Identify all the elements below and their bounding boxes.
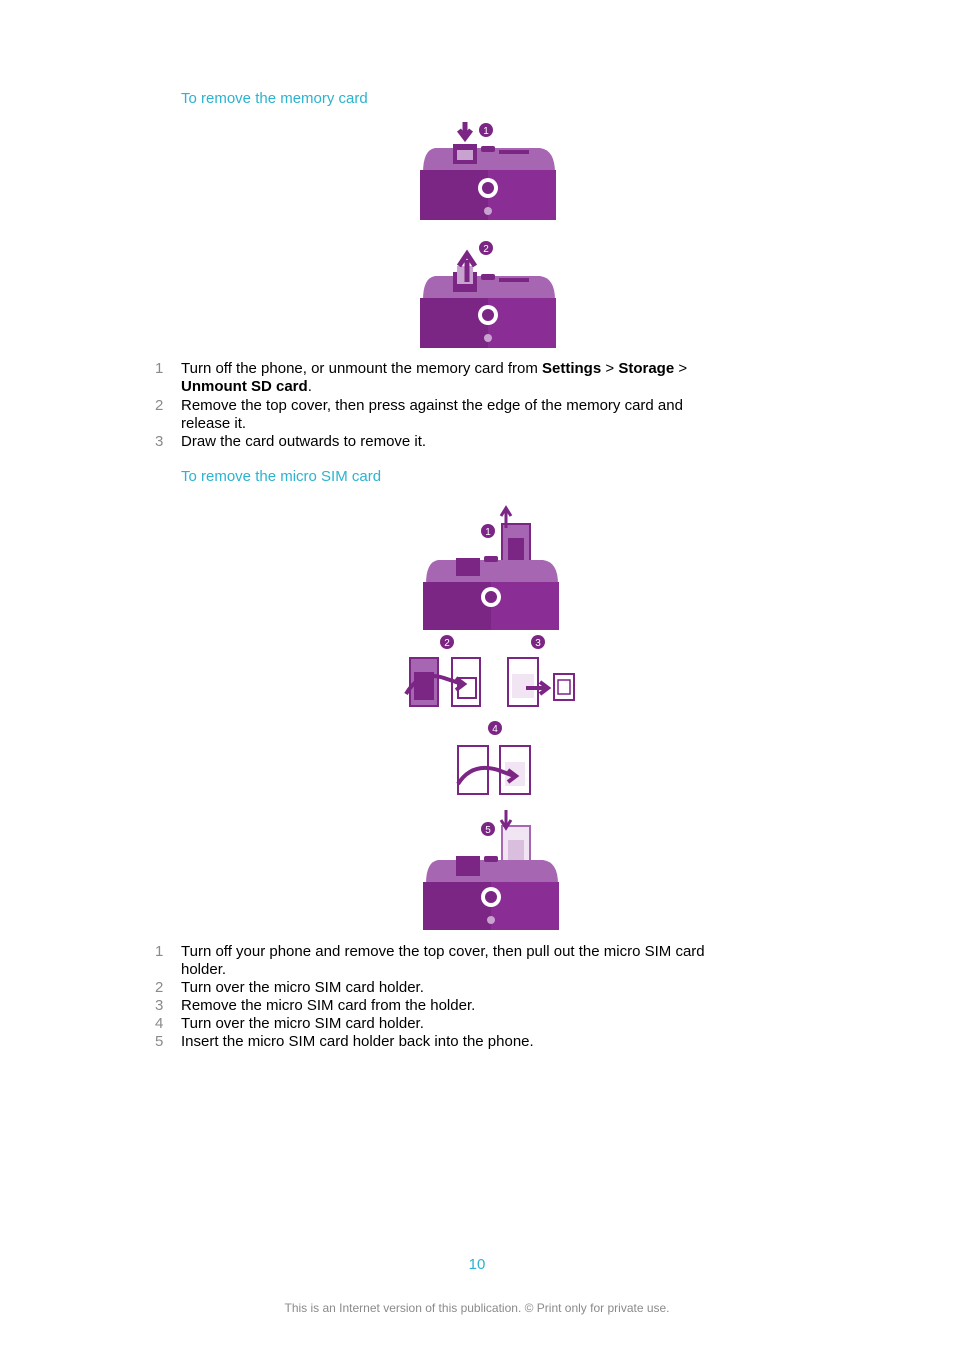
page-number: 10 <box>468 1256 486 1273</box>
sim-step-1: 1 Turn off your phone and remove the top… <box>155 943 705 978</box>
svg-text:2: 2 <box>444 638 450 649</box>
illustration-pull-sim-holder: 1 <box>423 505 559 630</box>
illustration-insert-sim-holder: 5 <box>423 810 559 930</box>
section-heading-remove-micro-sim: To remove the micro SIM card <box>181 468 382 485</box>
illustration-turn-over-holder: 2 <box>404 635 481 707</box>
sim-step-2: 2 Turn over the micro SIM card holder. <box>155 979 424 996</box>
illustration-remove-sim-from-holder: 3 <box>507 635 575 707</box>
svg-text:5: 5 <box>485 825 491 836</box>
callout-marker-1: 1 <box>479 123 493 137</box>
sim-step-3: 3 Remove the micro SIM card from the hol… <box>155 997 476 1014</box>
memory-card-step-1: 1 Turn off the phone, or unmount the mem… <box>155 360 688 395</box>
callout-marker-2: 2 <box>479 241 493 255</box>
callout-marker-5: 5 <box>481 822 495 836</box>
illustration-turn-over-holder-again: 4 <box>456 721 531 795</box>
callout-marker-3: 3 <box>531 635 545 649</box>
svg-text:1: 1 <box>483 126 489 137</box>
illustration-press-memory-card: 1 <box>420 122 556 220</box>
svg-text:4: 4 <box>492 724 498 735</box>
memory-card-step-2: 2 Remove the top cover, then press again… <box>155 397 683 432</box>
menu-path-storage: Storage <box>618 360 675 377</box>
callout-marker-2: 2 <box>440 635 454 649</box>
section-heading-remove-memory-card: To remove the memory card <box>181 90 368 107</box>
sim-step-5: 5 Insert the micro SIM card holder back … <box>155 1033 534 1050</box>
sim-step-4: 4 Turn over the micro SIM card holder. <box>155 1015 424 1032</box>
illustration-pull-memory-card: 2 <box>420 241 556 348</box>
svg-text:3: 3 <box>535 638 541 649</box>
menu-path-unmount-sd-card: Unmount SD card <box>181 378 308 395</box>
footer-notice: This is an Internet version of this publ… <box>284 1301 670 1315</box>
memory-card-step-3: 3 Draw the card outwards to remove it. <box>155 433 427 450</box>
callout-marker-4: 4 <box>488 721 502 735</box>
svg-text:1: 1 <box>485 527 491 538</box>
svg-text:2: 2 <box>483 244 489 255</box>
callout-marker-1: 1 <box>481 524 495 538</box>
menu-path-settings: Settings <box>542 360 602 377</box>
